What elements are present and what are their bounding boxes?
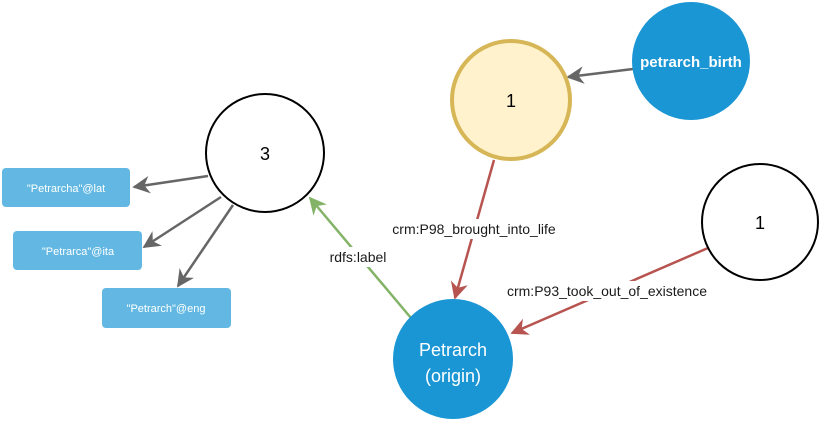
- node-petrarch-birth-label: petrarch_birth: [640, 54, 742, 71]
- node-origin-line2: (origin): [425, 366, 481, 386]
- node-death-event-label: 1: [755, 213, 765, 233]
- edge-birth-to-event[interactable]: [566, 66, 634, 84]
- node-birth-event-label: 1: [506, 91, 516, 111]
- edge-label-rdfs-label: rdfs:label: [330, 249, 387, 265]
- edge-label-bg-brought: [371, 219, 577, 239]
- edge-label-bg-took: [484, 281, 731, 301]
- literal-italian-text: "Petrarca"@ita: [42, 246, 115, 258]
- literal-english[interactable]: "Petrarch"@eng: [102, 288, 231, 328]
- nodes-layer: petrarch_birth 1 1 3 Petrarch (origin): [205, 2, 819, 419]
- node-origin-line1: Petrarch: [419, 340, 487, 360]
- edge-label-english[interactable]: [176, 204, 235, 288]
- edge-label-latin[interactable]: [132, 174, 209, 194]
- literal-italian[interactable]: "Petrarca"@ita: [13, 231, 142, 270]
- node-petrarch-birth[interactable]: petrarch_birth: [632, 2, 750, 120]
- edge-labels-layer: crm:P98_brought_into_life crm:P93_took_o…: [321, 219, 731, 301]
- edge-label-italian[interactable]: [142, 195, 222, 249]
- node-labels-three[interactable]: 3: [205, 93, 325, 213]
- edge-label-bg-rdfs: [321, 247, 395, 267]
- node-labels-three-label: 3: [260, 144, 270, 164]
- edge-label-took-out-of-existence: crm:P93_took_out_of_existence: [507, 283, 707, 299]
- literal-latin[interactable]: "Petrarcha"@lat: [2, 168, 130, 207]
- node-birth-event[interactable]: 1: [450, 39, 572, 161]
- literal-english-text: "Petrarch"@eng: [127, 303, 206, 315]
- node-death-event[interactable]: 1: [701, 163, 819, 281]
- literal-latin-text: "Petrarcha"@lat: [27, 183, 105, 195]
- literals-layer: "Petrarcha"@lat "Petrarca"@ita "Petrarch…: [2, 168, 231, 328]
- node-petrarch-origin[interactable]: Petrarch (origin): [393, 299, 513, 419]
- edge-label-brought-into-life: crm:P98_brought_into_life: [392, 221, 556, 237]
